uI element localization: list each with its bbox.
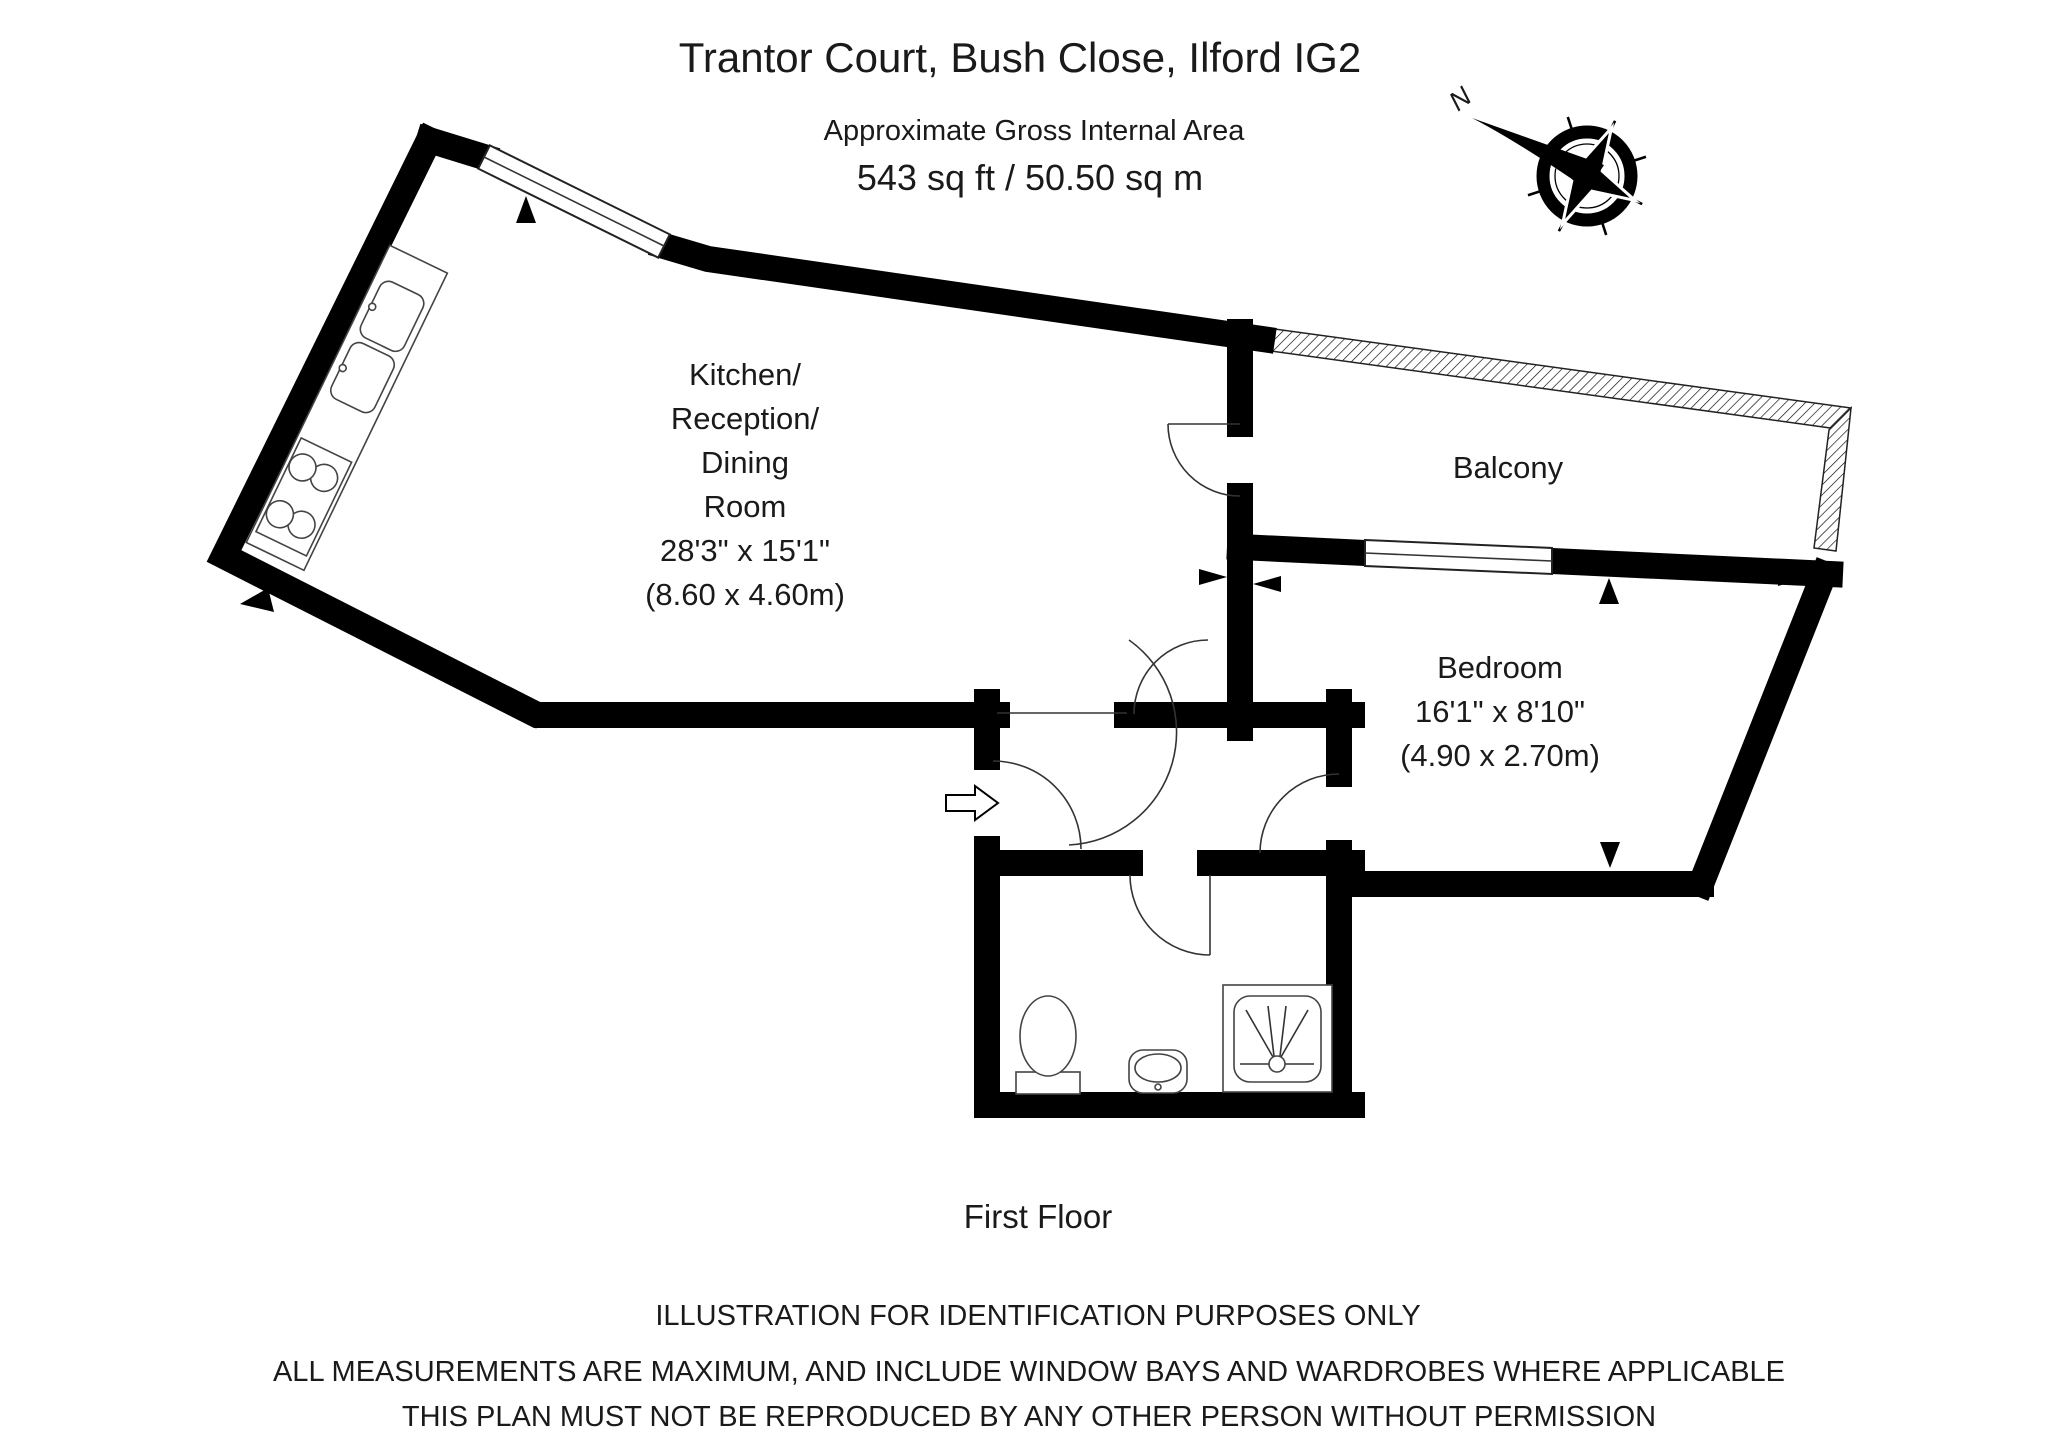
compass-north-label: N [1443,81,1477,117]
hall-door-arc [1133,639,1209,715]
arrow-bedroom-up [1599,578,1619,604]
kitchen-dimensions-imperial: 28'3" x 15'1" [660,533,830,568]
arrow-bedroom-right [1778,570,1806,586]
arrow-kitchen-left [240,588,274,612]
disclaimer-measurements: ALL MEASUREMENTS ARE MAXIMUM, AND INCLUD… [273,1356,1785,1388]
wall-bedroom-top-right [1538,547,1844,588]
walls [206,122,1844,1118]
kitchen-label-line3: Dining [701,445,789,480]
entry-door-arc [992,760,1082,850]
disclaimer-reproduction: THIS PLAN MUST NOT BE REPRODUCED BY ANY … [402,1401,1656,1433]
arrow-kitchen-down [526,703,546,729]
entrance-arrow-icon [945,784,1000,822]
arrow-divider-right [1199,569,1227,585]
toilet-icon [1015,995,1081,1095]
page-title: Trantor Court, Bush Close, Ilford IG2 [679,34,1361,81]
measurement-arrows [240,196,1806,868]
kitchen-dimensions-metric: (8.60 x 4.60m) [645,577,845,612]
bedroom-door-arc [1259,773,1340,854]
balcony-railing [1248,325,1852,552]
windows [476,144,1553,576]
area-subtitle: Approximate Gross Internal Area [824,115,1246,147]
bathroom-fixtures [1015,984,1333,1095]
arrow-bedroom-down [1600,842,1620,868]
room-labels: Kitchen/ Reception/ Dining Room 28'3" x … [645,357,1600,773]
kitchen-counter [245,244,449,572]
arrow-kitchen-up [516,196,536,223]
floor-label: First Floor [964,1198,1113,1235]
compass-needle [1472,118,1604,190]
compass-rose-icon: N [1443,81,1647,236]
arrow-divider-left [1253,576,1281,592]
wall-bathroom-west-south [974,836,1365,1118]
basin-icon [1128,1049,1188,1094]
wall-kitchen-left-bottom [206,122,1010,728]
gross-internal-area: 543 sq ft / 50.50 sq m [857,157,1203,198]
kitchen-door-arc [1068,639,1178,846]
bedroom-label: Bedroom [1437,650,1563,685]
wall-bedroom-right-slant [1684,557,1841,901]
bedroom-dimensions-imperial: 16'1" x 8'10" [1415,694,1585,729]
kitchen-label-line2: Reception/ [671,401,820,436]
doors [992,423,1340,956]
kitchen-label-line1: Kitchen/ [689,357,801,392]
wall-bedroom-top-left [1226,533,1379,567]
bedroom-dimensions-metric: (4.90 x 2.70m) [1400,738,1600,773]
kitchen-label-line4: Room [704,489,787,524]
wall-kitchen-top-left [412,123,501,174]
shower-icon [1222,984,1333,1093]
balcony-door-arc [1167,423,1241,497]
balcony-label: Balcony [1453,450,1564,485]
disclaimer-identification: ILLUSTRATION FOR IDENTIFICATION PURPOSES… [655,1300,1420,1332]
bathroom-door-arc [1129,874,1211,956]
wall-kitchen-top [647,229,1277,354]
